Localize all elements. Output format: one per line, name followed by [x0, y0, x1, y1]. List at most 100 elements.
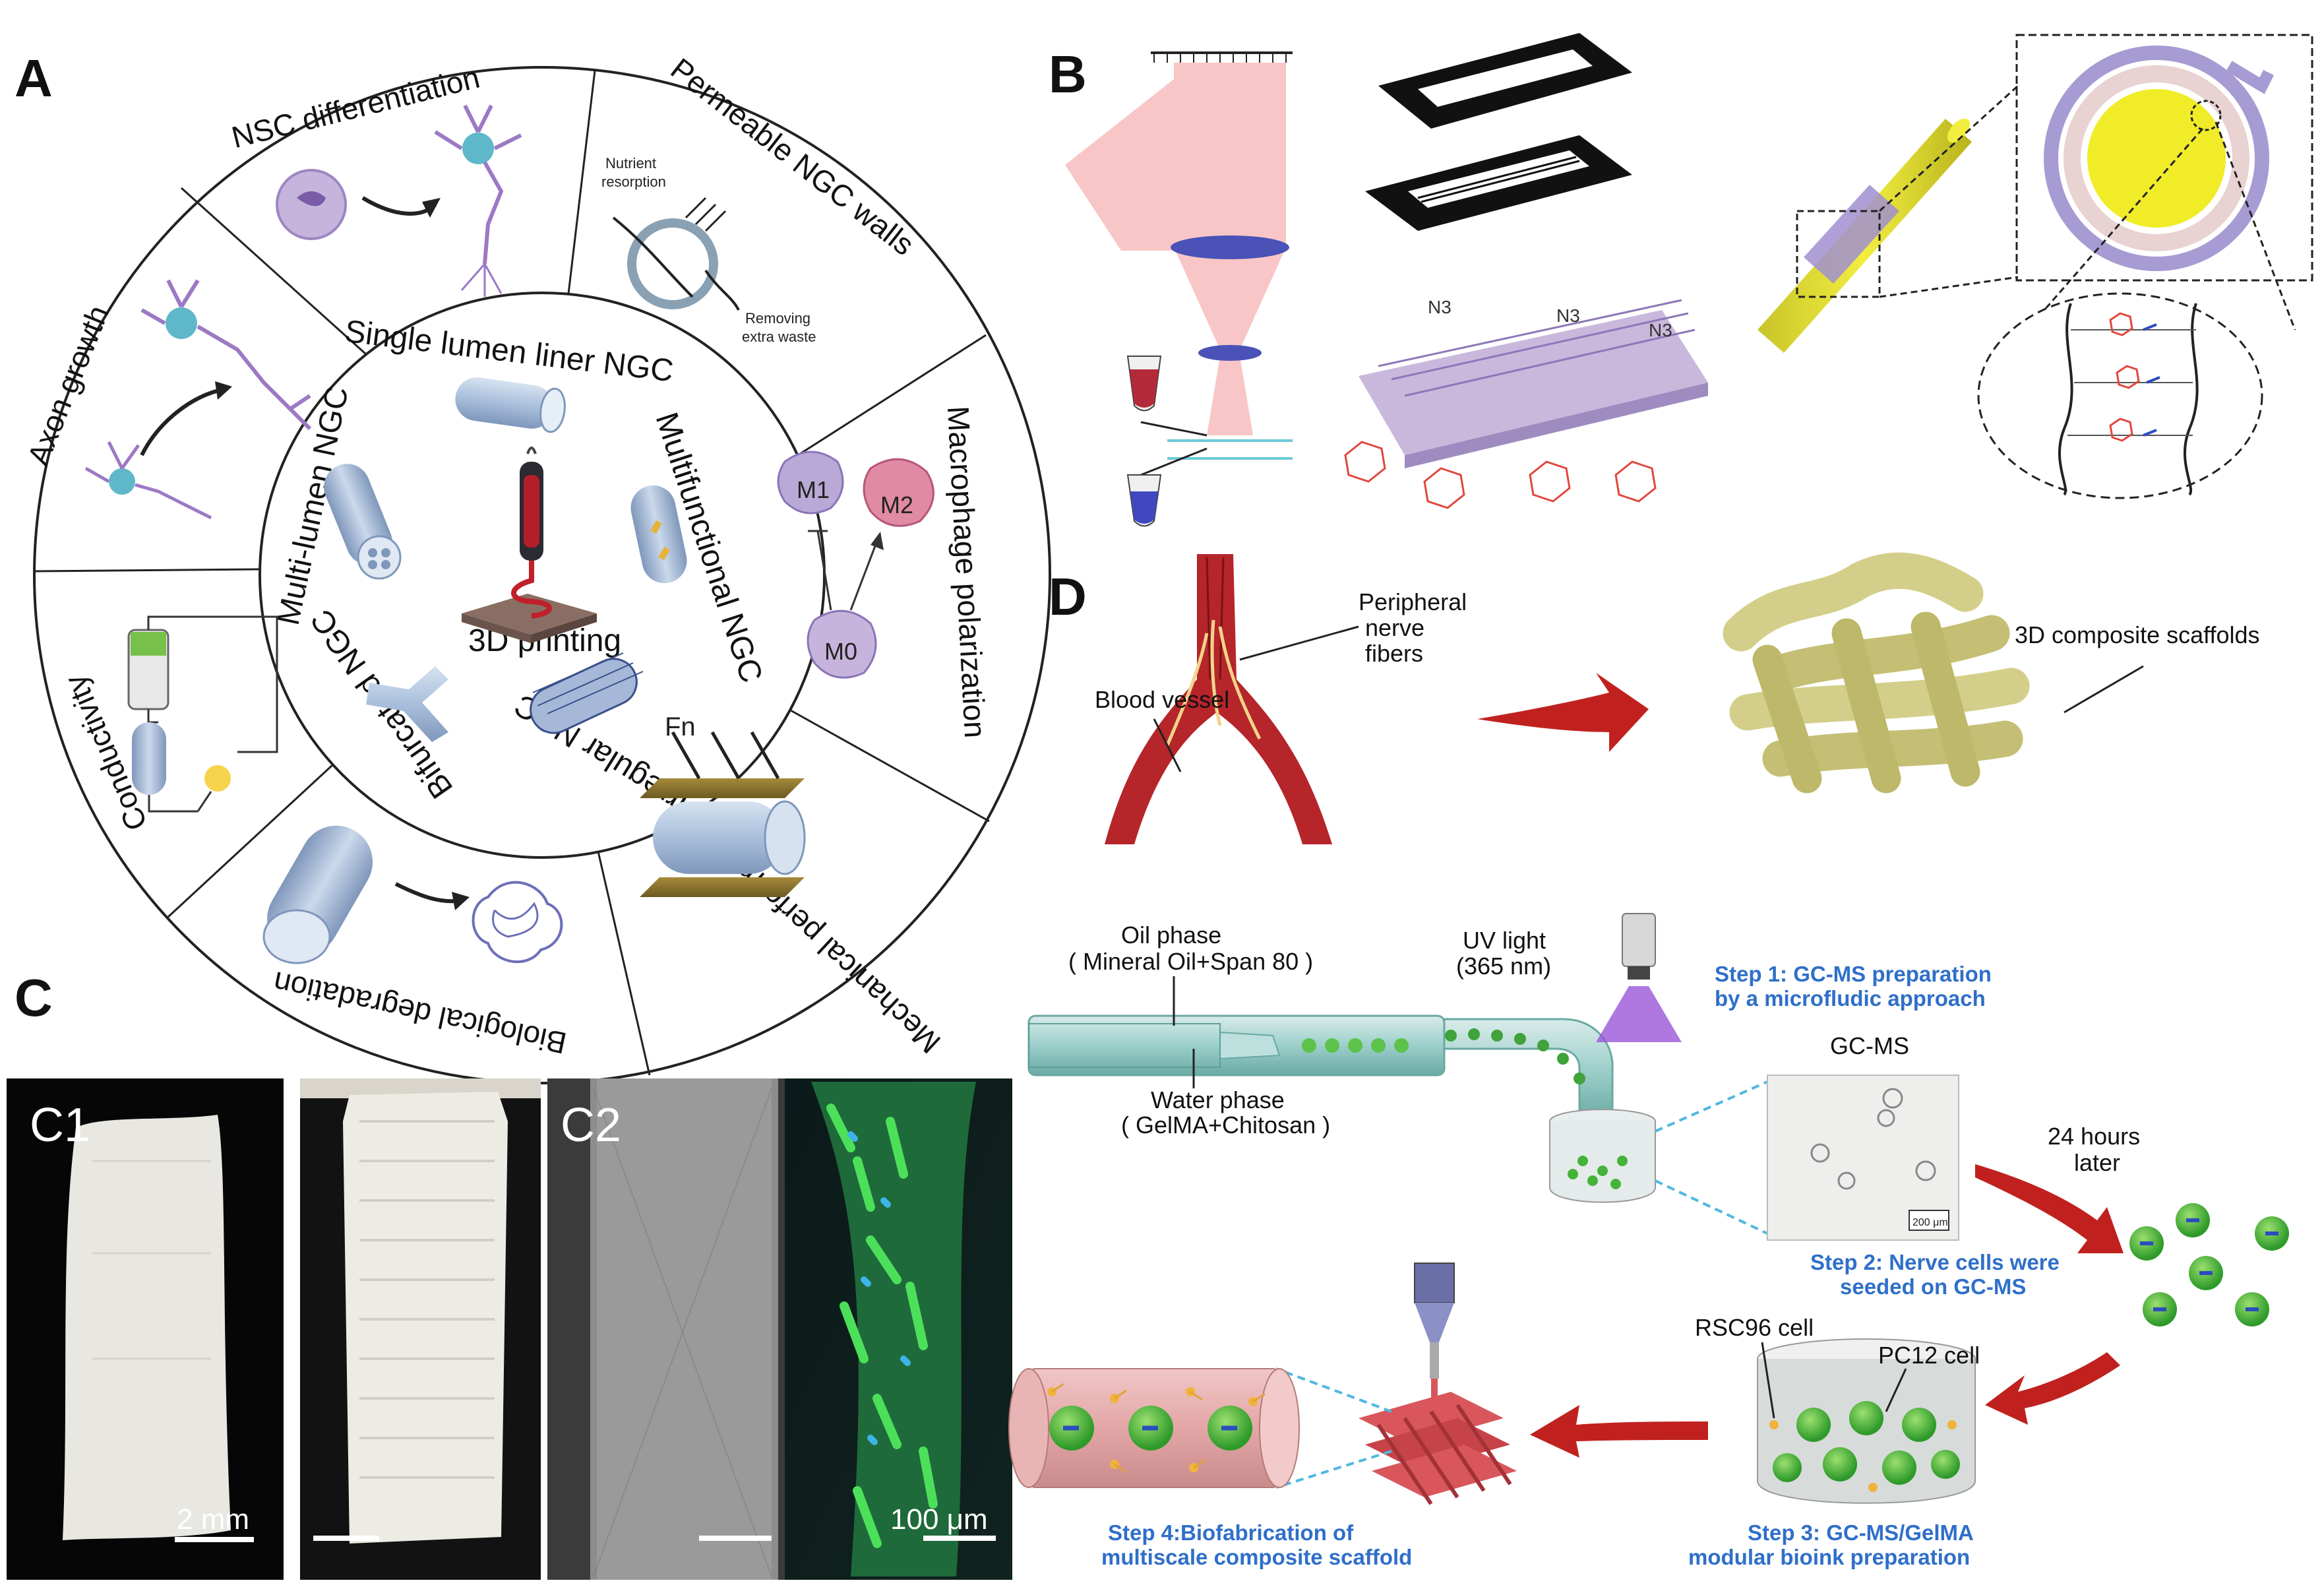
zoom-line	[2215, 121, 2296, 330]
image-c2-right: 100 μm	[785, 1078, 1012, 1580]
m0-label: M0	[824, 638, 857, 665]
removing-arrow-icon	[704, 269, 740, 311]
nutrient-arrow-icon	[612, 216, 694, 298]
step4-label-line1: Step 4:Biofabrication of	[1108, 1520, 1354, 1545]
multi-lumen-tube-icon	[324, 464, 402, 580]
later-label: later	[2074, 1149, 2120, 1176]
nutrient-label: Nutrient	[605, 155, 656, 172]
scaffolds-label: 3D composite scaffolds	[2015, 621, 2260, 648]
photomask-icon	[1365, 33, 1632, 231]
zoom-line	[1879, 276, 2019, 298]
neuron-large-icon	[140, 279, 312, 431]
red-arrow-icon	[1975, 1164, 2124, 1253]
oil-sub-label: ( Mineral Oil+Span 80 )	[1068, 948, 1313, 975]
scale-200um: 200 μm	[1912, 1217, 1948, 1228]
blood-vessel-icon	[1105, 554, 1332, 844]
circuit-icon	[127, 615, 278, 813]
collection-beaker-icon	[1549, 1109, 1656, 1203]
peripheral-label: Peripheral	[1359, 588, 1467, 615]
zoom-line	[1655, 1080, 1768, 1133]
fn-label: Fn	[665, 712, 696, 741]
microfluidic-device-icon	[1027, 1014, 1614, 1123]
red-arrow-icon	[1530, 1405, 1708, 1458]
zoom-line	[1275, 1367, 1392, 1413]
image-c2-left: C2	[547, 1078, 824, 1580]
pointer-line	[2064, 665, 2144, 714]
extra-waste-label: extra waste	[742, 328, 816, 345]
pc12-label: PC12 cell	[1878, 1342, 1980, 1369]
arrowhead-icon	[215, 381, 232, 400]
n3-label-2: N3	[1556, 305, 1580, 326]
3d-printer-icon	[462, 447, 597, 643]
macrophage-m2-icon: M2	[863, 458, 934, 527]
image-c1-right	[300, 1078, 541, 1580]
c1-label: C1	[30, 1099, 90, 1152]
n3-label-1: N3	[1428, 297, 1452, 317]
molecular-zoom-ellipse	[1977, 292, 2263, 499]
droplets-icon	[1302, 1028, 1585, 1084]
blood-vessel-label: Blood vessel	[1095, 686, 1229, 713]
panel-label-d: D	[1049, 567, 1087, 626]
hours-label: 24 hours	[2048, 1123, 2140, 1150]
m1-label: M1	[797, 476, 830, 503]
printed-scaffold-icon	[1359, 1392, 1517, 1505]
single-lumen-tube-icon	[455, 377, 566, 433]
step1-label-line1: Step 1: GC-MS preparation	[1715, 962, 1992, 986]
pointer-line	[1885, 1368, 1907, 1412]
seeded-microspheres-icon	[2129, 1203, 2289, 1326]
bifurcated-tube-icon	[366, 666, 448, 742]
red-arrow-icon	[1477, 673, 1649, 752]
panel-label-c: C	[15, 968, 53, 1027]
water-phase-label: Water phase	[1151, 1086, 1285, 1113]
pointer-line	[1153, 718, 1182, 772]
arrowhead-icon	[422, 198, 441, 218]
irregular-tube-icon	[530, 652, 644, 734]
composite-scaffold-tube-icon	[1008, 1368, 1300, 1488]
multifunctional-tube-icon	[630, 485, 687, 584]
n3-label-3: N3	[1649, 320, 1672, 340]
grooved-film-icon: N3 N3 N3	[1344, 297, 1708, 509]
mechanical-test-icon: Fn	[640, 712, 806, 897]
growth-arrow-icon	[140, 387, 225, 456]
uv-label: UV light	[1463, 927, 1546, 954]
scaffold-3d-icon	[1723, 552, 2030, 794]
panel-b-optics	[1065, 51, 1293, 527]
permeable-tube-icon	[627, 218, 718, 309]
zoom-line	[1275, 1450, 1392, 1489]
water-sub-label: ( GelMA+Chitosan )	[1121, 1111, 1330, 1139]
conduit-on-rod-icon	[1758, 118, 1972, 353]
macrophage-m0-icon: M0	[807, 609, 877, 679]
macrophage-m1-icon: M1	[777, 451, 844, 515]
arrowhead-icon	[871, 532, 884, 550]
uv-lamp-icon	[1596, 913, 1682, 1042]
zoom-line	[2043, 128, 2204, 311]
molecular-structure-icon	[2058, 303, 2199, 496]
oil-phase-label: Oil phase	[1121, 921, 1221, 949]
zoom-box	[2015, 34, 2313, 282]
panel-label-b: B	[1049, 45, 1087, 104]
red-arrow-icon	[1985, 1352, 2120, 1425]
pointer-line	[1239, 625, 1359, 661]
rsc96-label: RSC96 cell	[1695, 1314, 1814, 1341]
gcms-label: GC-MS	[1830, 1032, 1909, 1059]
c2-label: C2	[561, 1099, 621, 1152]
fibers-label: fibers	[1365, 640, 1423, 667]
image-c1-left: C1 2 mm	[7, 1078, 284, 1580]
inhibit-icon	[808, 530, 832, 611]
scale-100um: 100 μm	[890, 1503, 988, 1536]
stem-cell-icon	[276, 169, 347, 240]
scale-2mm: 2 mm	[177, 1503, 249, 1536]
microsphere-micrograph: 200 μm	[1767, 1075, 1959, 1241]
nerve-label: nerve	[1365, 614, 1424, 641]
bioprinter-nozzle-icon	[1414, 1263, 1455, 1405]
zoom-line	[1655, 1179, 1768, 1235]
step3-label-line2: modular bioink preparation	[1688, 1545, 1970, 1569]
step4-label-line2: multiscale composite scaffold	[1101, 1545, 1412, 1569]
neuron-small-icon	[84, 441, 212, 520]
cross-section-icon	[2044, 46, 2275, 271]
neuron-icon	[434, 104, 522, 297]
uv-sub-label: (365 nm)	[1456, 952, 1551, 980]
resorption-label: resorption	[601, 173, 666, 190]
degradation-icon	[262, 825, 563, 964]
